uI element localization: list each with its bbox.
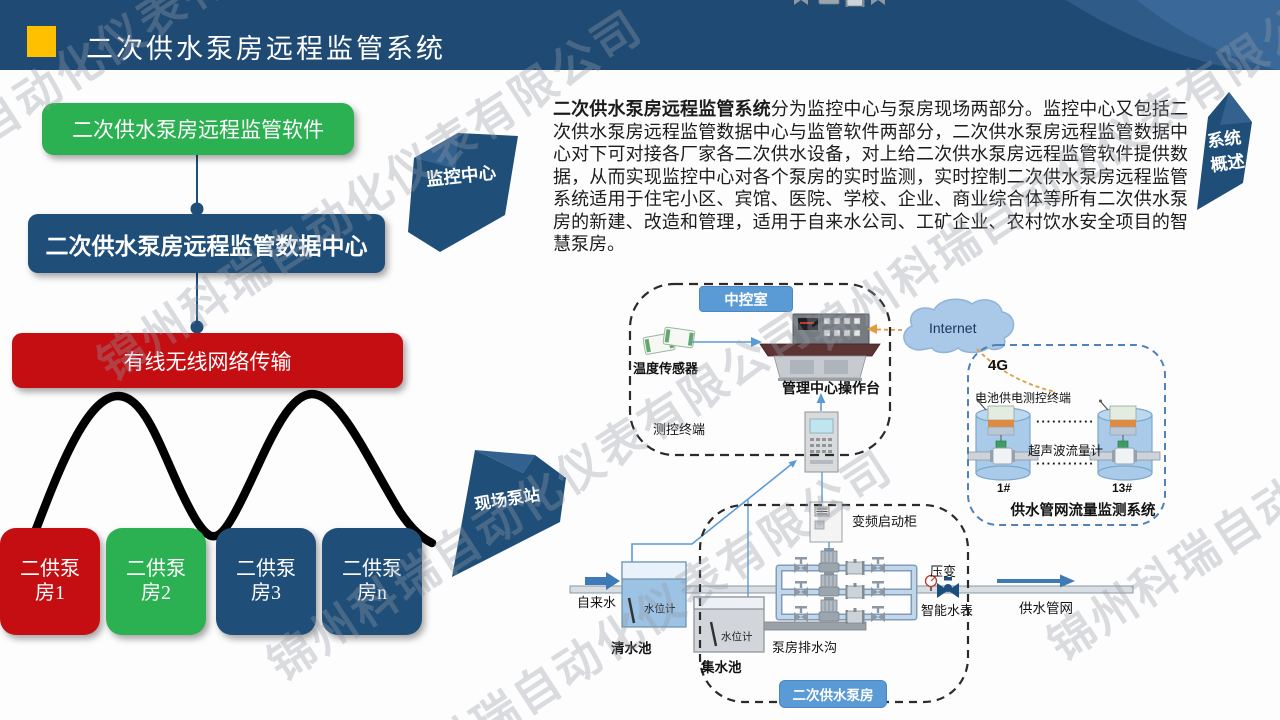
pump-room-box-2-label: 二供泵房2 xyxy=(126,557,186,604)
internet-cloud xyxy=(903,298,1015,354)
level-gauge-label-collect: 水位计 xyxy=(721,631,753,643)
pump-room-box-1: 二供泵房1 xyxy=(0,528,100,635)
internet-links xyxy=(867,324,1057,393)
temperature-sensor-icon xyxy=(642,326,696,355)
title-accent-square xyxy=(27,26,56,57)
supply-network-label: 供水管网 xyxy=(1019,601,1073,616)
clean-water-tank xyxy=(621,561,687,628)
monitor-center-arrow xyxy=(408,133,518,252)
tap-water-label: 自来水 xyxy=(577,595,617,610)
header-bar: 二次供水泵房远程监管系统 xyxy=(0,0,1280,70)
rtu-label: 测控终端 xyxy=(653,422,706,437)
ultrasonic-meter-label: 超声波流量计 xyxy=(1028,444,1104,458)
system-overview-label: 系统 概述 xyxy=(1195,124,1257,179)
page-title: 二次供水泵房远程监管系统 xyxy=(86,34,446,64)
software-box: 二次供水泵房远程监管软件 xyxy=(42,103,354,155)
internet-label: Internet xyxy=(929,320,977,336)
dots-top: ··········· xyxy=(1036,414,1095,429)
console-label: 管理中心操作台 xyxy=(782,380,880,396)
system-overview-ribbon xyxy=(1197,92,1252,210)
rtu-cabinet-icon xyxy=(804,411,839,473)
pump-room-border xyxy=(698,503,970,704)
level-gauge-label-clean: 水位计 xyxy=(644,603,676,615)
pump-room-box-n: 二供泵房n xyxy=(322,528,422,635)
drain-ditch-label: 泵房排水沟 xyxy=(772,640,838,655)
level-sensor-icon xyxy=(709,621,718,647)
control-room-border xyxy=(628,282,892,457)
dots-bottom: ··········· xyxy=(1036,456,1095,471)
pump-room-box-n-label: 二供泵房n xyxy=(342,557,402,604)
smart-meter-label: 智能水表 xyxy=(921,603,974,618)
signal-lines xyxy=(631,341,830,597)
tap-water-arrow xyxy=(585,572,620,590)
pressure-transmitter-label: 压变 xyxy=(930,564,957,579)
pump-room-chip: 二次供水泵房 xyxy=(779,680,887,708)
vfd-cabinet-label: 变频启动柜 xyxy=(852,514,918,529)
pressure-gauge-icon xyxy=(924,574,938,591)
flow-system-border xyxy=(967,344,1166,526)
flow-system-title: 供水管网流量监测系统 xyxy=(1010,503,1156,519)
smart-meter-icon xyxy=(937,577,959,598)
network-box: 有线无线网络传输 xyxy=(12,333,403,388)
temp-sensor-label: 温度传感器 xyxy=(633,361,699,376)
collection-tank xyxy=(693,596,765,653)
field-station-arrow xyxy=(452,450,566,577)
clean-tank-label: 清水池 xyxy=(611,641,652,656)
battery-terminal-label: 电池供电测控终端 xyxy=(975,391,1072,405)
overview-paragraph: 二次供水泵房远程监管系统分为监控中心与泵房现场两部分。监控中心又包括二次供水泵房… xyxy=(553,98,1188,256)
pump-room-box-3: 二供泵房3 xyxy=(216,528,316,635)
flow-connectors xyxy=(190,155,204,334)
signal-arrowheads xyxy=(751,337,826,468)
datacenter-box: 二次供水泵房远程监管数据中心 xyxy=(28,214,385,273)
four-g-label: 4G xyxy=(988,357,1009,374)
pump-room-box-3-label: 二供泵房3 xyxy=(236,557,296,604)
collect-tank-label: 集水池 xyxy=(701,660,742,675)
overview-body: 分为监控中心与泵房现场两部分。监控中心又包括二次供水泵房远程监管数据中心与监管软… xyxy=(553,99,1188,254)
well-cylinder xyxy=(967,399,1039,481)
vfd-cabinet-icon xyxy=(809,501,843,543)
pump-room-box-2: 二供泵房2 xyxy=(106,528,206,635)
radio-wave xyxy=(25,389,437,550)
control-room-chip: 中控室 xyxy=(699,286,793,312)
level-sensor-icon xyxy=(627,597,636,624)
overview-lead: 二次供水泵房远程监管系统 xyxy=(553,99,771,119)
pump-room-box-1-label: 二供泵房1 xyxy=(20,557,80,604)
pump-manifold xyxy=(775,0,918,625)
well-1-label: 1# xyxy=(997,481,1011,495)
console-icon xyxy=(759,313,881,381)
supply-network-arrow xyxy=(997,574,1075,588)
well-13-label: 13# xyxy=(1112,481,1133,495)
